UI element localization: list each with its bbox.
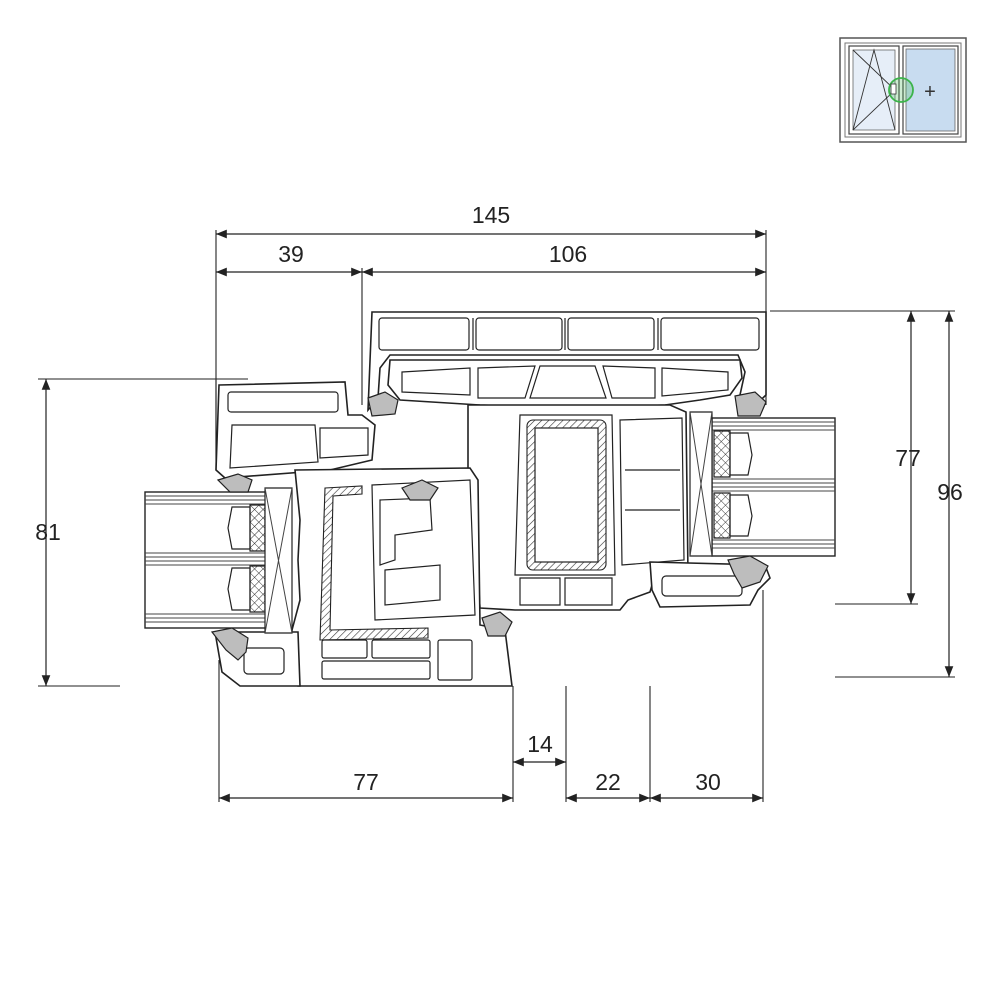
- bottom-center-gasket: [481, 611, 513, 637]
- right-glazing-unit: [711, 417, 836, 557]
- left-top-gasket: [216, 473, 253, 493]
- handle-icon: [890, 83, 897, 95]
- dim-label-145: 145: [472, 202, 510, 228]
- dim-label-106: 106: [549, 241, 587, 267]
- left-bottom-gasket: [210, 627, 249, 661]
- right-bottom-gasket: [727, 555, 769, 589]
- window-type-thumbnail: +: [839, 37, 967, 143]
- dim-label-39: 39: [278, 241, 304, 267]
- dim-label-96: 96: [937, 479, 963, 505]
- left-sash-profile: [215, 381, 376, 479]
- dim-label-77-bottom: 77: [353, 769, 379, 795]
- outer-frame-profile: [367, 311, 767, 413]
- mid-frame-profile: [467, 404, 689, 611]
- center-seal-gasket: [401, 479, 439, 501]
- main-sash-profile: [287, 467, 513, 687]
- left-glazing-unit: [144, 491, 268, 629]
- dim-label-22: 22: [595, 769, 621, 795]
- dim-label-77-right: 77: [895, 445, 921, 471]
- right-glazing-wedge: [689, 411, 713, 557]
- top-seal-gasket-right: [734, 391, 767, 417]
- dim-label-81: 81: [35, 519, 61, 545]
- left-glazing-wedge: [264, 487, 293, 634]
- dimension-labels: 145 39 106 81 77 96 77 14 22 30: [35, 202, 963, 795]
- profile-cross-section: [144, 311, 836, 687]
- fixed-pane-plus-symbol: +: [924, 81, 936, 103]
- dim-label-14: 14: [527, 731, 553, 757]
- top-seal-gasket-left: [367, 391, 399, 417]
- gaskets: [210, 391, 769, 661]
- dim-label-30: 30: [695, 769, 721, 795]
